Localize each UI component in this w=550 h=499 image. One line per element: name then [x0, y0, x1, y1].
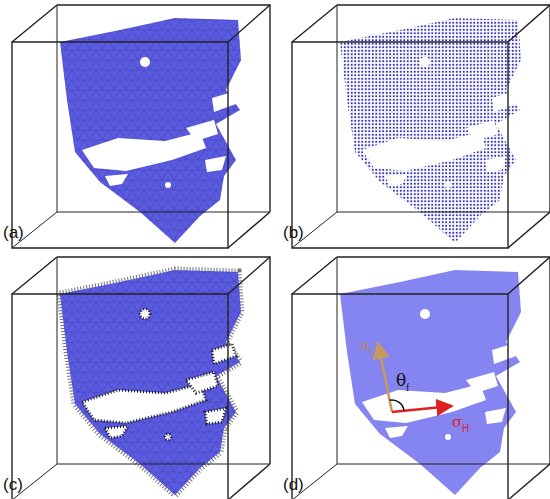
panel-letter: (c): [3, 476, 23, 493]
subscript: f: [406, 383, 409, 393]
normal-panel: [12, 257, 270, 499]
mesh-panel: [12, 5, 270, 248]
plane-panel: [292, 257, 550, 499]
point-panel: [292, 5, 550, 248]
subscript: f: [369, 347, 372, 357]
subscript: H: [462, 424, 469, 434]
panel-letter: (a): [3, 224, 24, 241]
vector-symbol: n: [361, 338, 369, 353]
stress-symbol: σ: [452, 415, 462, 430]
panel-letter: (d): [283, 476, 304, 493]
angle-arc: [390, 400, 404, 411]
panel-letter: (b): [283, 224, 304, 241]
normal-vector: [378, 343, 392, 412]
angle-symbol: θ: [396, 372, 406, 389]
stress-vector: [392, 406, 452, 412]
